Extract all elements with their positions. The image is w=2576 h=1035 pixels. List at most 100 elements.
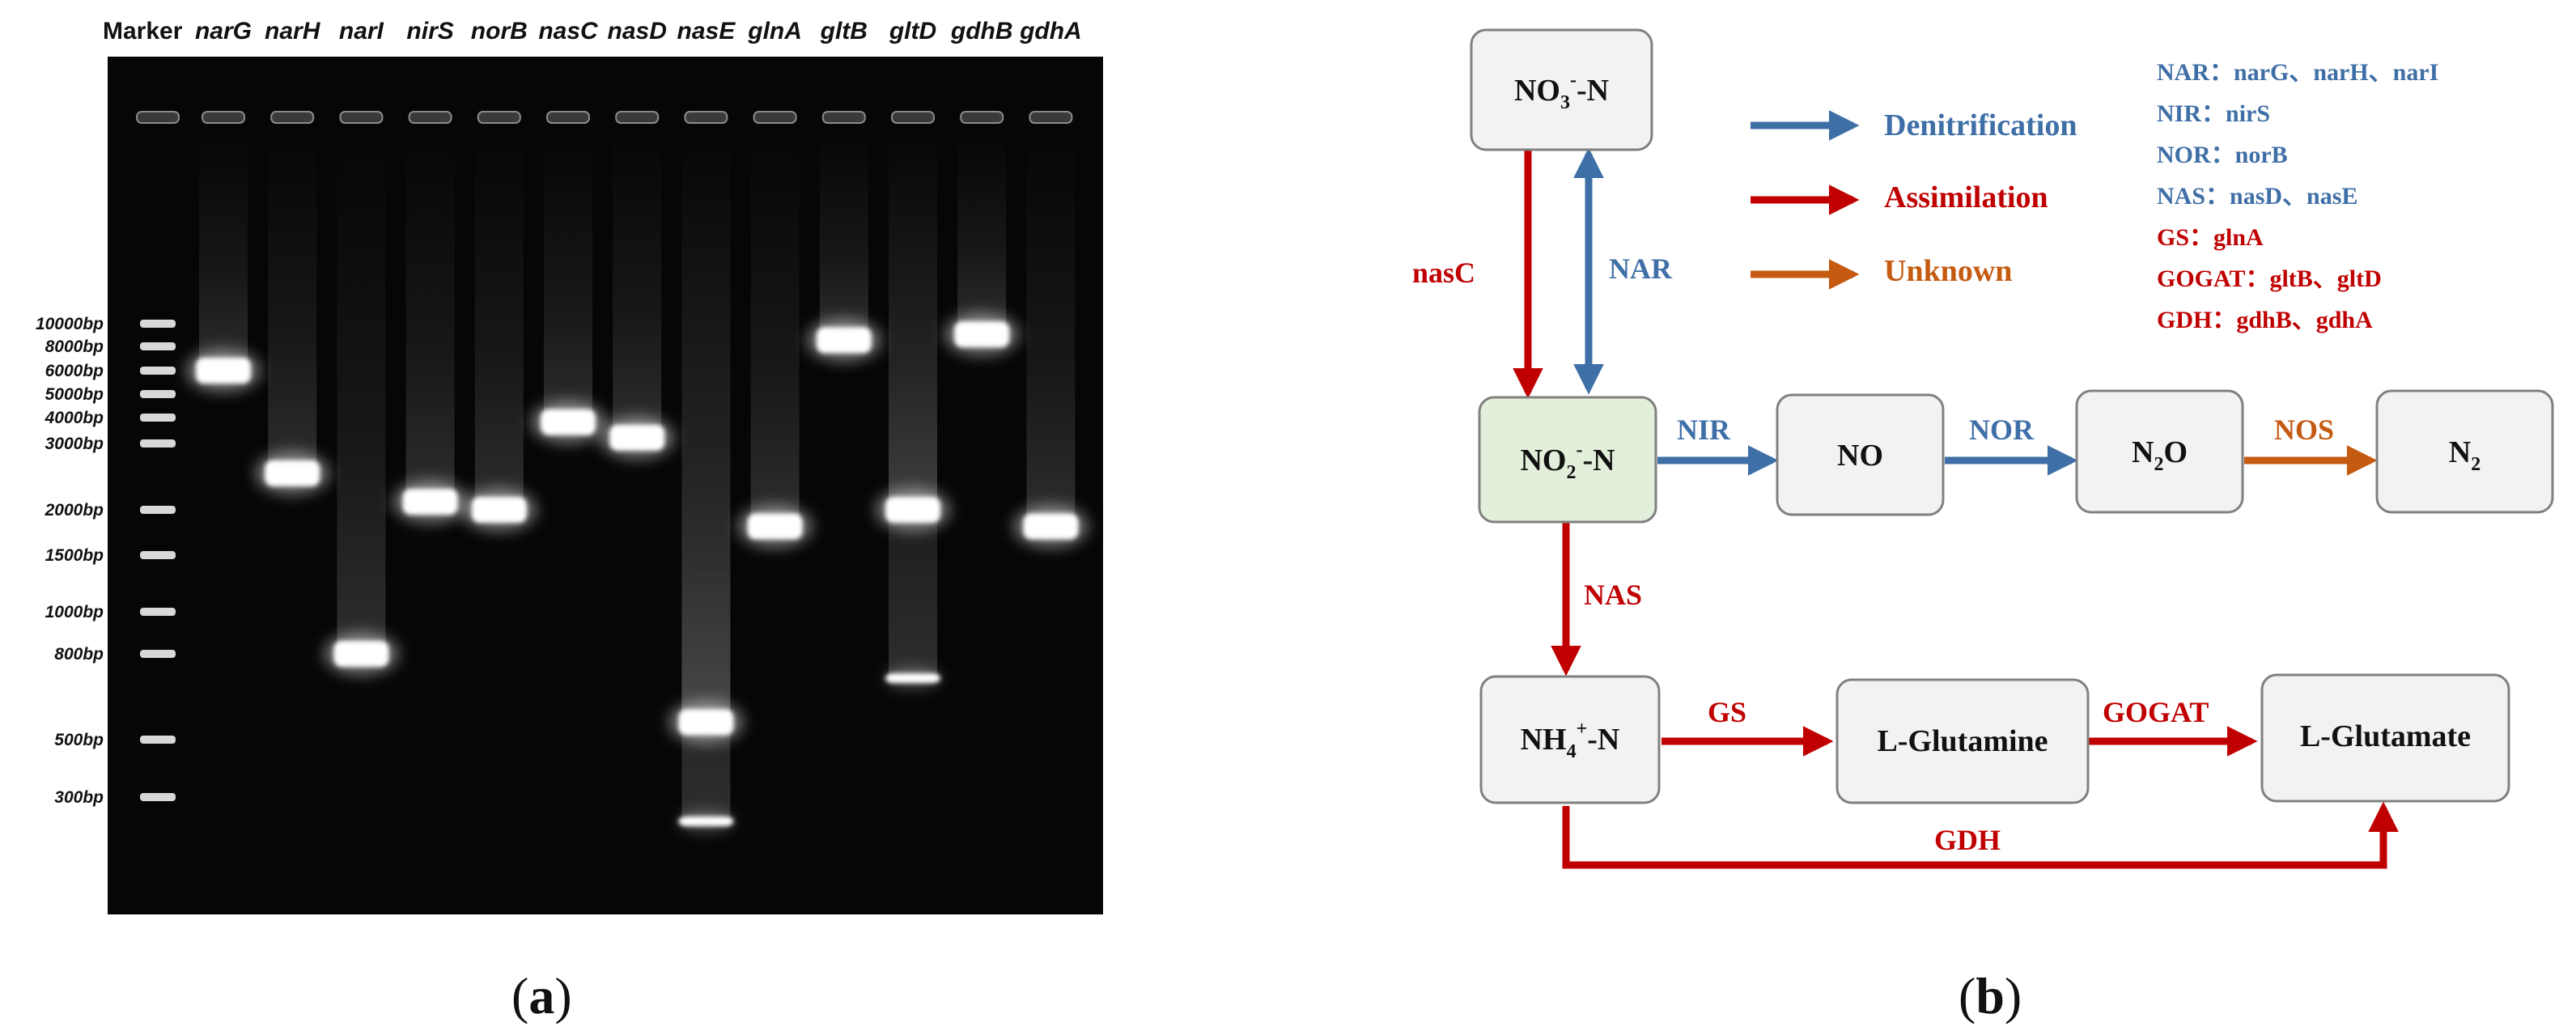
ladder-band [140, 506, 176, 514]
gel-background [108, 57, 1103, 914]
ladder-band [140, 367, 176, 375]
well [753, 111, 797, 124]
nir-label: NIR [1677, 414, 1731, 446]
ladder-size-label: 1000bp [45, 603, 104, 621]
n2o-sub: 2 [2154, 454, 2163, 475]
band-narG-6000bp [196, 358, 251, 384]
ladder [140, 320, 176, 801]
nitrite-sup: - [1576, 439, 1582, 460]
gs-label: GS [1708, 696, 1746, 728]
lane-smear [750, 129, 800, 527]
gogat-label: GOGAT [2103, 696, 2209, 728]
n2-sub: 2 [2471, 454, 2481, 475]
lane-label-gdhA: gdhA [1019, 18, 1082, 45]
nitrite-sub: 2 [1566, 462, 1576, 483]
band-norB-2000bp [471, 497, 527, 523]
lane-label-gltD: gltD [889, 18, 936, 45]
well [477, 111, 521, 124]
gene-row-nor: NOR：norB [2157, 142, 2288, 168]
band-nasC-3800bp [541, 409, 596, 435]
lane-smear [1026, 129, 1076, 527]
legend-unknown-label: Unknown [1884, 254, 2012, 288]
ladder-band [140, 390, 176, 398]
nas-label: NAS [1584, 579, 1642, 611]
ammonium-main: NH [1521, 723, 1567, 757]
band-glnA-1800bp [747, 513, 803, 540]
well [891, 111, 935, 124]
gene-row-gdh: GDH：gdhB、gdhA [2157, 307, 2373, 333]
lane-smear [268, 129, 317, 473]
n2-main: N [2449, 435, 2471, 469]
ladder-size-label: 8000bp [45, 337, 104, 356]
well [615, 111, 660, 124]
lane-label-nasC: nasC [538, 18, 599, 45]
svg-text:NO3--N: NO3--N [1514, 70, 1609, 113]
svg-text:NH4+-N: NH4+-N [1521, 719, 1620, 762]
node-nitric-oxide: NO [1776, 393, 1945, 516]
nitrate-tail: -N [1577, 74, 1609, 108]
ladder-band [140, 414, 176, 422]
well [1029, 111, 1073, 124]
ammonium-sub: 4 [1567, 741, 1577, 762]
ladder-band [140, 320, 176, 328]
lane-smear [405, 129, 455, 503]
lane-smear [889, 129, 937, 679]
lane-label-narI: narI [339, 18, 384, 45]
lane-smear [337, 129, 386, 654]
ammonium-tail: -N [1587, 723, 1619, 757]
well [270, 111, 315, 124]
panel-a-label: (a) [511, 967, 572, 1024]
ladder-size-label: 800bp [54, 645, 104, 664]
lane-label-nasE: nasE [677, 18, 736, 45]
lane-smear [681, 129, 731, 821]
l-glutamate-label: L-Glutamate [2300, 719, 2471, 753]
ladder-band [140, 736, 176, 744]
lane-label-narH: narH [265, 18, 321, 45]
legend-denitrification-label: Denitrification [1884, 108, 2077, 142]
panel-a-letter: a [528, 967, 554, 1024]
nasc-label: nasC [1412, 257, 1475, 289]
ladder-band [140, 650, 176, 658]
no-main: NO [1837, 439, 1883, 473]
gene-row-gogat: GOGAT：gltB、gltD [2157, 265, 2382, 292]
nitrite-tail: -N [1582, 443, 1615, 477]
node-nitrous-oxide: N2O [2075, 389, 2244, 514]
lane-label-narG: narG [195, 18, 252, 45]
nitrate-main: NO [1514, 74, 1560, 108]
well [960, 111, 1004, 124]
node-l-glutamine: L-Glutamine [1835, 678, 2090, 804]
ladder-band [140, 439, 176, 448]
gdh-label: GDH [1934, 824, 2001, 856]
well [821, 111, 866, 124]
svg-text:NO: NO [1837, 439, 1883, 473]
lane-smear [544, 129, 592, 422]
band-narI-800bp [333, 641, 389, 667]
ladder-size-label: 1500bp [45, 546, 104, 565]
band-gltB-8500bp [816, 327, 872, 354]
ladder-size-label: 3000bp [45, 435, 104, 453]
band-gdhA-1800bp [1023, 513, 1079, 540]
n2o-main: N [2132, 435, 2154, 469]
legend: Denitrification Assimilation Unknown [1751, 108, 2077, 290]
band-nirS-2100bp [402, 489, 458, 515]
legend-assimilation-label: Assimilation [1884, 180, 2048, 214]
lane-label-gdhB: gdhB [950, 18, 1013, 45]
nitrite-main: NO [1520, 443, 1566, 477]
lane-label-nirS: nirS [406, 18, 453, 45]
lane-label-glnA: glnA [747, 18, 802, 45]
ladder-size-label: 5000bp [45, 385, 104, 404]
band-gdhB-9000bp [954, 321, 1010, 348]
band-narH-2500bp [265, 460, 320, 486]
n2o-tail: O [2163, 435, 2188, 469]
lane-label-nasD: nasD [608, 18, 667, 45]
svg-text:N2: N2 [2449, 435, 2481, 475]
lane-smear [613, 129, 662, 438]
ladder-size-label: 300bp [54, 788, 104, 807]
ladder-band [140, 551, 176, 559]
ladder-band [140, 608, 176, 616]
well [202, 111, 245, 124]
ladder-size-label: 500bp [54, 731, 104, 749]
lane-smear [819, 129, 868, 341]
